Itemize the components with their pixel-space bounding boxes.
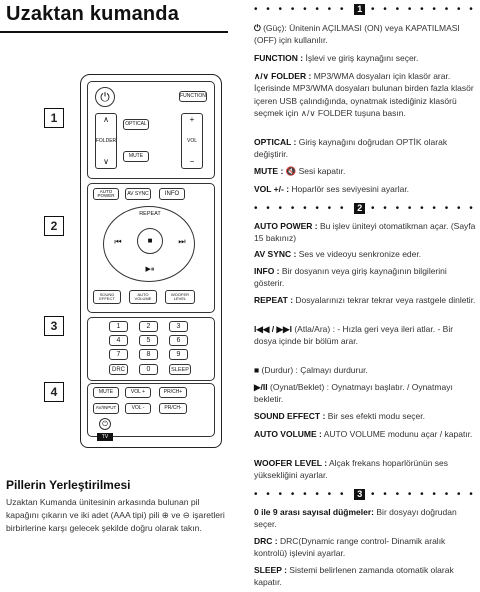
entry-digits: 0 ile 9 arası sayısal düğmeler: Bir dosy… xyxy=(254,507,457,530)
entry-sound-effect: SOUND EFFECT : Bir ses efekti modu seçer… xyxy=(254,411,426,421)
tv-label: TV xyxy=(97,433,113,441)
power-button[interactable]: ⏻ xyxy=(95,87,115,107)
vol-label: VOL xyxy=(186,137,197,144)
auto-power-button[interactable]: AUTO POWER xyxy=(93,188,119,200)
optical-button[interactable]: OPTICAL xyxy=(123,119,149,130)
folder-label: FOLDER xyxy=(95,137,117,144)
minus-icon: − xyxy=(189,157,195,166)
remote-illustration: 1 2 3 4 ⏻ FUNCTION ∧ FOLDER ∨ OPTICAL MU… xyxy=(30,62,250,448)
tv-power-button[interactable]: ⏻ xyxy=(99,418,111,430)
digit-2-button[interactable]: 2 xyxy=(139,321,158,332)
remote-section-2 xyxy=(87,183,215,313)
drc-button[interactable]: DRC xyxy=(109,364,128,375)
entry-repeat: REPEAT : Dosyalarınızı tekrar tekrar vey… xyxy=(254,295,476,305)
sleep-button[interactable]: SLEEP xyxy=(169,364,191,375)
digit-4-button[interactable]: 4 xyxy=(109,335,128,346)
section-label-3: 3 xyxy=(44,316,64,336)
page-header: Uzaktan kumanda xyxy=(0,0,228,33)
section-divider-2: • • • • • • • • 2 • • • • • • • • • xyxy=(254,203,476,215)
entry-power: ⏻ (Güç): Ünitenin AÇILMASI (ON) veya KAP… xyxy=(254,23,460,46)
pr-ch-up-button[interactable]: PR/CH+ xyxy=(159,387,187,398)
entry-sleep: SLEEP : Sistemi belirlenen zamanda otoma… xyxy=(254,565,454,588)
entry-auto-volume: AUTO VOLUME : AUTO VOLUME modunu açar / … xyxy=(254,429,473,439)
entry-woofer-level: WOOFER LEVEL : Alçak frekans hoparlörünü… xyxy=(254,458,449,481)
entry-auto-power: AUTO POWER : Bu işlev üniteyi otomatikma… xyxy=(254,221,476,244)
digit-1-button[interactable]: 1 xyxy=(109,321,128,332)
info-button[interactable]: INFO xyxy=(159,188,185,200)
entry-av-sync: AV SYNC : Ses ve videoyu senkronize eder… xyxy=(254,249,422,259)
entry-play-pause: ▶/II (Oynat/Beklet) : Oynatmayı başlatır… xyxy=(254,382,453,405)
av-input-button[interactable]: AV/INPUT xyxy=(93,403,119,414)
sound-effect-button[interactable]: SOUND EFFECT xyxy=(93,290,121,304)
auto-volume-button[interactable]: AUTO VOLUME xyxy=(129,290,157,304)
skip-back-icon[interactable]: ⏮ xyxy=(109,235,127,249)
digit-5-button[interactable]: 5 xyxy=(139,335,158,346)
remote-section-4 xyxy=(87,383,215,437)
entry-folder: ∧/∨ FOLDER : MP3/WMA dosyaları için klas… xyxy=(254,71,474,119)
woofer-level-button[interactable]: WOOFER LEVEL xyxy=(165,290,195,304)
digit-9-button[interactable]: 9 xyxy=(169,349,188,360)
section-label-4: 4 xyxy=(44,382,64,402)
mute-icon: 🔇 xyxy=(285,166,297,176)
entry-optical: OPTICAL : Giriş kaynağını doğrudan OPTİK… xyxy=(254,137,448,160)
digit-6-button[interactable]: 6 xyxy=(169,335,188,346)
entry-vol: VOL +/- : Hoparlör ses seviyesini ayarla… xyxy=(254,184,410,194)
title-underline xyxy=(0,31,228,33)
tv-vol-up-button[interactable]: VOL + xyxy=(125,387,151,398)
skip-forward-icon[interactable]: ⏭ xyxy=(173,235,191,249)
play-pause-icon[interactable]: ▶⏸ xyxy=(139,263,161,275)
section-label-2: 2 xyxy=(44,216,64,236)
section-label-1: 1 xyxy=(44,108,64,128)
digit-7-button[interactable]: 7 xyxy=(109,349,128,360)
repeat-button[interactable]: REPEAT xyxy=(136,209,164,221)
pr-ch-down-button[interactable]: PR/CH- xyxy=(159,403,187,414)
digit-8-button[interactable]: 8 xyxy=(139,349,158,360)
entry-drc: DRC : DRC(Dynamic range control- Dinamik… xyxy=(254,536,446,559)
folder-up-icon: ∧ xyxy=(103,115,109,124)
digit-3-button[interactable]: 3 xyxy=(169,321,188,332)
remote-section-3 xyxy=(87,317,215,381)
entry-mute: MUTE : 🔇 Sesi kapatır. xyxy=(254,166,346,176)
entry-stop: ■ (Durdur) : Çalmayı durdurur. xyxy=(254,365,368,375)
section-divider-3: • • • • • • • • 3 • • • • • • • • • xyxy=(254,489,476,501)
function-button[interactable]: FUNCTION xyxy=(179,91,207,102)
stop-button[interactable]: ■ xyxy=(137,228,163,254)
battery-body: Uzaktan Kumanda ünitesinin arkasında bul… xyxy=(6,497,225,533)
entry-info: INFO : Bir dosyanın veya giriş kaynağını… xyxy=(254,266,447,289)
folder-rocker[interactable]: ∧ FOLDER ∨ xyxy=(95,113,117,169)
plus-icon: + xyxy=(189,115,195,124)
page-title: Uzaktan kumanda xyxy=(6,3,180,25)
folder-down-icon: ∨ xyxy=(103,157,109,166)
av-sync-button[interactable]: AV SYNC xyxy=(125,188,151,200)
tv-vol-down-button[interactable]: VOL - xyxy=(125,403,151,414)
mute-button[interactable]: MUTE xyxy=(123,151,149,162)
section-divider-1: • • • • • • • • 1 • • • • • • • • • xyxy=(254,4,476,16)
remote-section-1 xyxy=(87,81,215,179)
tv-mute-button[interactable]: MUTE xyxy=(93,387,119,398)
entry-skip: I◀◀ / ▶▶I (Atla/Ara) : - Hızla geri veya… xyxy=(254,324,454,347)
remote-body: ⏻ FUNCTION ∧ FOLDER ∨ OPTICAL MUTE + VOL… xyxy=(80,74,222,448)
entry-function: FUNCTION : İşlevi ve giriş kaynağını seç… xyxy=(254,53,419,63)
battery-title: Pillerin Yerleştirilmesi xyxy=(6,478,131,492)
volume-rocker[interactable]: + VOL − xyxy=(181,113,203,169)
digit-0-button[interactable]: 0 xyxy=(139,364,158,375)
